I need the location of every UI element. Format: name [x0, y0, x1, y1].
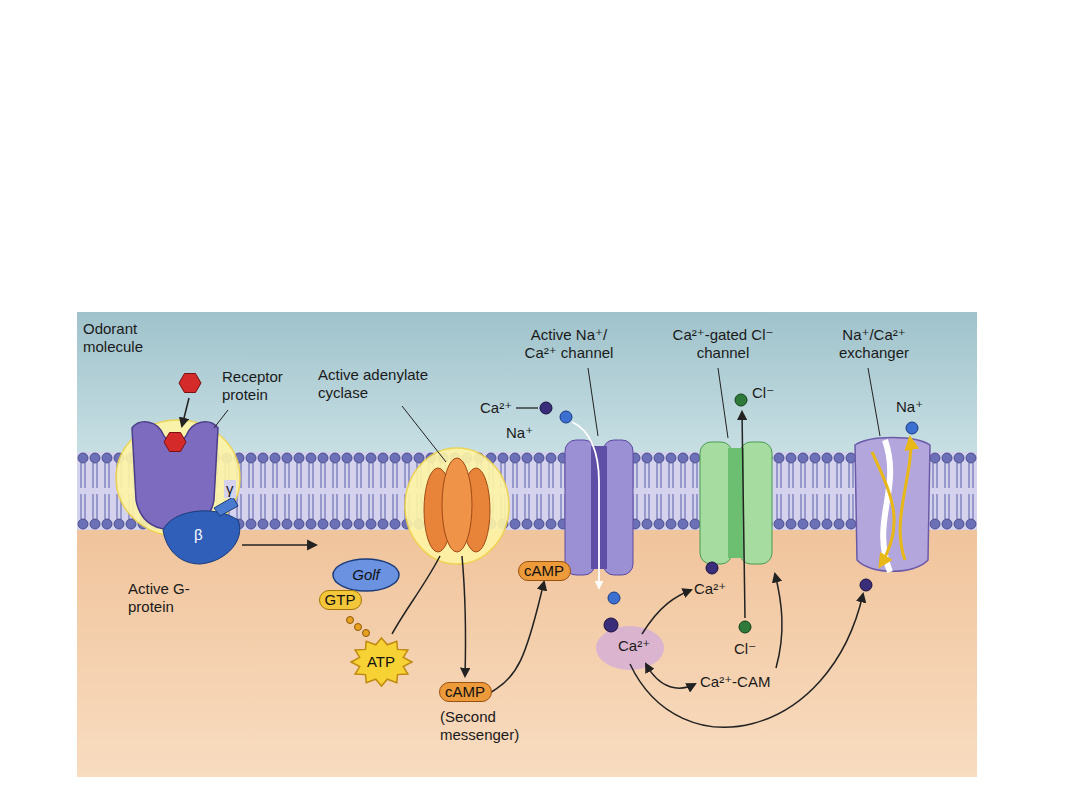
leader-line — [214, 410, 228, 428]
exchanger — [906, 422, 918, 434]
phosphate-chain — [347, 617, 354, 624]
part-label: Active Na⁺/ Ca²⁺ channel — [514, 326, 624, 362]
part-label: Ca²⁺ — [618, 637, 650, 655]
signal-arrow — [492, 582, 545, 692]
exchanger — [855, 438, 930, 572]
na-ca-channel — [540, 402, 552, 414]
leader-line — [718, 368, 728, 438]
node-text: GTP — [325, 591, 356, 609]
cl-channel — [742, 412, 745, 618]
g-protein — [163, 497, 316, 564]
leader-line — [402, 406, 446, 462]
leader-line — [214, 368, 880, 462]
exchanger — [860, 579, 872, 591]
adenylate-cyclase — [442, 458, 472, 552]
cl-channel — [739, 621, 751, 633]
part-label: Cl⁻ — [734, 640, 756, 658]
part-label: Na⁺ — [896, 398, 923, 416]
cl-channel — [740, 442, 772, 564]
node-text: cAMP — [524, 562, 564, 580]
atp-star: ATP — [350, 637, 413, 687]
calcium-arrows — [646, 664, 695, 688]
exchanger — [872, 452, 894, 566]
leader-line — [588, 368, 598, 436]
camp-pill: cAMP — [518, 561, 571, 581]
calcium-arrows — [642, 590, 691, 634]
adenylate-cyclase — [392, 556, 440, 634]
camp-pill: cAMP — [439, 682, 492, 702]
part-label: Cl⁻ — [752, 384, 774, 402]
odorant-molecule — [182, 398, 189, 426]
cl-channel — [706, 562, 718, 574]
g-protein-subunit: Golf — [332, 558, 400, 592]
part-label: Active adenylate cyclase — [318, 366, 448, 402]
part-label: β — [194, 526, 203, 544]
calcium-arrows — [630, 574, 863, 727]
part-label: Ca²⁺ — [694, 580, 726, 598]
g-protein — [214, 497, 238, 516]
part-label: Odorant molecule — [83, 320, 161, 356]
g-protein — [163, 511, 240, 564]
part-label: Active G-protein — [128, 580, 208, 616]
background-panel — [77, 312, 977, 777]
node-text: Golf — [352, 566, 380, 584]
node-text: ATP — [367, 653, 395, 671]
odorant-molecule — [179, 374, 201, 427]
odorant-receptor — [164, 433, 186, 452]
na-ca-channel — [516, 402, 633, 604]
calcium-glow — [604, 618, 618, 632]
part-label: Na⁺/Ca²⁺ exchanger — [818, 326, 930, 362]
adenylate-cyclase — [462, 556, 466, 676]
na-ca-channel — [608, 592, 620, 604]
background-panel — [77, 530, 977, 777]
part-label: γ — [224, 480, 236, 498]
calcium-arrows — [775, 574, 782, 668]
na-ca-channel — [603, 440, 633, 575]
gtp-pill: GTP — [319, 590, 362, 610]
g-protein — [242, 544, 316, 546]
na-ca-channel — [516, 407, 538, 408]
part-label: Receptor protein — [222, 368, 294, 404]
na-ca-channel — [565, 440, 595, 575]
exchanger — [855, 422, 930, 591]
na-ca-channel — [572, 422, 599, 588]
odorant-molecule — [179, 374, 201, 393]
star-outline — [351, 638, 412, 686]
part-label: Ca²⁺-CAM — [700, 673, 770, 691]
adenylate-cyclase — [392, 448, 509, 676]
calcium-glow — [596, 618, 664, 670]
calcium-glow — [596, 626, 664, 670]
cl-channel — [735, 394, 747, 406]
exchanger — [900, 438, 911, 560]
phosphate-chain — [363, 630, 370, 637]
leader-line — [868, 368, 880, 436]
adenylate-cyclase — [405, 448, 509, 564]
part-label: Na⁺ — [506, 424, 533, 442]
ellipse-outline — [333, 559, 399, 591]
cl-channel — [728, 448, 744, 558]
phosphate-chain — [347, 617, 370, 637]
cl-channel — [700, 442, 732, 564]
part-label: Ca²⁺ — [480, 399, 512, 417]
node-text: cAMP — [445, 683, 485, 701]
cl-channel — [700, 394, 772, 633]
phosphate-chain — [355, 624, 362, 631]
part-label: (Second messenger) — [440, 708, 536, 744]
part-label: Ca²⁺-gated Cl⁻ channel — [668, 326, 778, 362]
calcium-arrows — [630, 594, 863, 727]
na-ca-channel — [560, 411, 572, 423]
